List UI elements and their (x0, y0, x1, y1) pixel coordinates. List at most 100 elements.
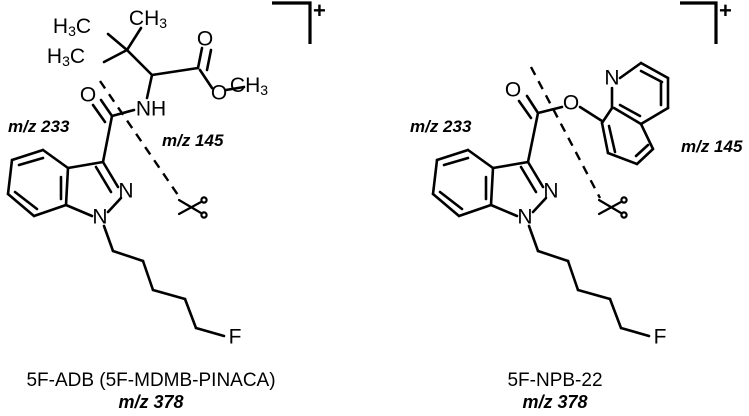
label-indazole-n1: N (92, 206, 107, 229)
r-bond-qC8-C7-double (607, 124, 617, 154)
label-indazole-n2: N (118, 180, 133, 203)
bond-chain1-chain2 (111, 249, 145, 263)
r-bond-C4-C5 (435, 148, 470, 162)
label-fluorine: F (229, 326, 242, 349)
r-bond-qC8-C7 (600, 121, 610, 155)
bond-esterC-O-double-a (196, 46, 204, 70)
r-bond-qC4a-C8a-double (618, 103, 642, 118)
bond-N2-N1 (106, 196, 123, 214)
label-ester-carbonyl-O: O (197, 28, 213, 51)
r-label-fluorine: F (654, 326, 667, 349)
right-mz-233-label: m/z 233 (410, 117, 472, 136)
bond-h3c-upper-to-quatC (106, 32, 129, 52)
r-bond-chain2-chain3 (566, 259, 580, 292)
left-atom-labels: CH3 H3C H3C O O CH3 O (47, 7, 268, 349)
r-bond-qC7-C6 (606, 151, 639, 166)
label-ch3-ester: CH3 (230, 74, 268, 98)
r-bond-etherO-to-quinolineC8 (578, 105, 604, 123)
label-h3c-lower: H3C (47, 45, 85, 69)
right-atom-labels: O O N N N F (505, 67, 667, 349)
r-bond-C4-C5-double (442, 156, 470, 167)
bond-chain2-chain3 (141, 259, 155, 292)
bond-C5-C6 (6, 158, 14, 196)
r-bond-C5-C6 (431, 158, 439, 196)
label-amide-NH: NH (136, 98, 166, 121)
bond-C4-C5-double (17, 156, 45, 167)
r-bond-chain5-F (619, 326, 651, 338)
r-bond-C7-C7a (457, 203, 493, 218)
bond-alphaC-to-NH (145, 73, 154, 100)
r-bond-qC2-C3-double (639, 69, 664, 84)
label-ester-ether-O: O (211, 82, 227, 105)
r-bond-N1-C7a (489, 203, 519, 218)
right-fragmentation-dashed-line (529, 66, 602, 199)
r-bond-qC8a-C8 (600, 106, 614, 125)
left-structure: + (6, 0, 326, 349)
bond-C6-C7-double (13, 190, 39, 211)
right-compound-caption: 5F-NPB-22 (507, 370, 602, 391)
bond-C3a-C3 (66, 160, 105, 170)
bond-ch3-top-to-quatC (125, 26, 143, 52)
bond-chain5-F (194, 326, 226, 338)
bond-N1-C7a (64, 203, 94, 218)
bond-C4-C5 (10, 148, 45, 162)
right-bracket (680, 1, 718, 44)
bond-etherO-to-methyl (224, 85, 246, 92)
left-compound-caption: 5F-ADB (5F-MDMB-PINACA) (26, 370, 275, 391)
bond-esterC-O-double-b (205, 48, 213, 72)
label-h3c-upper: H3C (53, 15, 91, 39)
right-mz-145-label: m/z 145 (681, 137, 743, 156)
r-bond-esterC-to-etherO (536, 105, 564, 115)
left-bracket (272, 1, 312, 44)
bond-alphaC-to-esterC (150, 66, 200, 77)
r-bond-esterC-O-double-b (517, 99, 533, 120)
r-bond-C6-C7 (431, 192, 461, 218)
r-label-quinoline-n: N (604, 67, 619, 90)
r-bond-esterC-to-C3 (526, 111, 540, 164)
r-bond-qC4-C4a (639, 106, 670, 126)
right-structure: + (410, 0, 743, 349)
bond-C7-C7a (32, 203, 68, 218)
bond-amideC-O-double-a (99, 98, 114, 118)
bond-N1-chain1 (102, 224, 115, 253)
bond-C7a-C3a (64, 166, 70, 207)
left-charge-plus: + (313, 0, 326, 23)
r-label-indazole-n1: N (517, 206, 532, 229)
left-mz-233-label: m/z 233 (8, 117, 70, 136)
r-bond-C3-N2 (526, 160, 545, 189)
r-bond-C3a-C4 (466, 148, 495, 170)
bond-chain4-chain5 (183, 297, 198, 330)
r-bond-chain1-chain2 (536, 249, 570, 263)
r-label-indazole-n2: N (543, 180, 558, 203)
bond-amideC-to-C3 (101, 114, 114, 164)
bond-C3-N2 (101, 160, 120, 189)
r-bond-chain4-chain5 (608, 297, 623, 330)
r-label-ester-carbonyl-O: O (505, 79, 521, 102)
r-bond-qC5-C4a (639, 122, 655, 151)
captions: 5F-ADB (5F-MDMB-PINACA) m/z 378 5F-NPB-2… (26, 370, 602, 412)
left-fragmentation-dashed-line (99, 80, 181, 199)
r-bond-chain3-chain4 (576, 288, 612, 301)
r-bond-esterC-O-double-a (525, 94, 540, 115)
r-bond-C3-N2-double (519, 165, 538, 194)
r-bond-qC6-C5-double (634, 143, 650, 158)
r-bond-C6-C7-double (438, 190, 464, 211)
bond-quatC-to-alphaC (125, 48, 154, 77)
bond-amideC-O-double-b (91, 103, 107, 124)
r-bond-qN1-C2 (618, 61, 643, 80)
bond-h3c-lower-to-quatC (102, 48, 129, 64)
r-bond-C3a-C3 (491, 160, 530, 170)
label-ch3-top: CH3 (129, 7, 167, 31)
r-label-ester-ether-O: O (563, 92, 579, 115)
r-bond-C7a-C3a (489, 166, 495, 207)
scissors-icon (177, 196, 208, 219)
scissors-icon (597, 196, 628, 219)
r-bond-qC4a-C8a (612, 106, 643, 126)
bond-C3a-C4 (41, 148, 70, 170)
r-bond-qC2-C3 (639, 61, 670, 80)
label-amide-carbonyl-O: O (80, 84, 96, 107)
r-bond-N2-N1 (531, 196, 548, 214)
left-compound-mz: m/z 378 (118, 392, 183, 412)
